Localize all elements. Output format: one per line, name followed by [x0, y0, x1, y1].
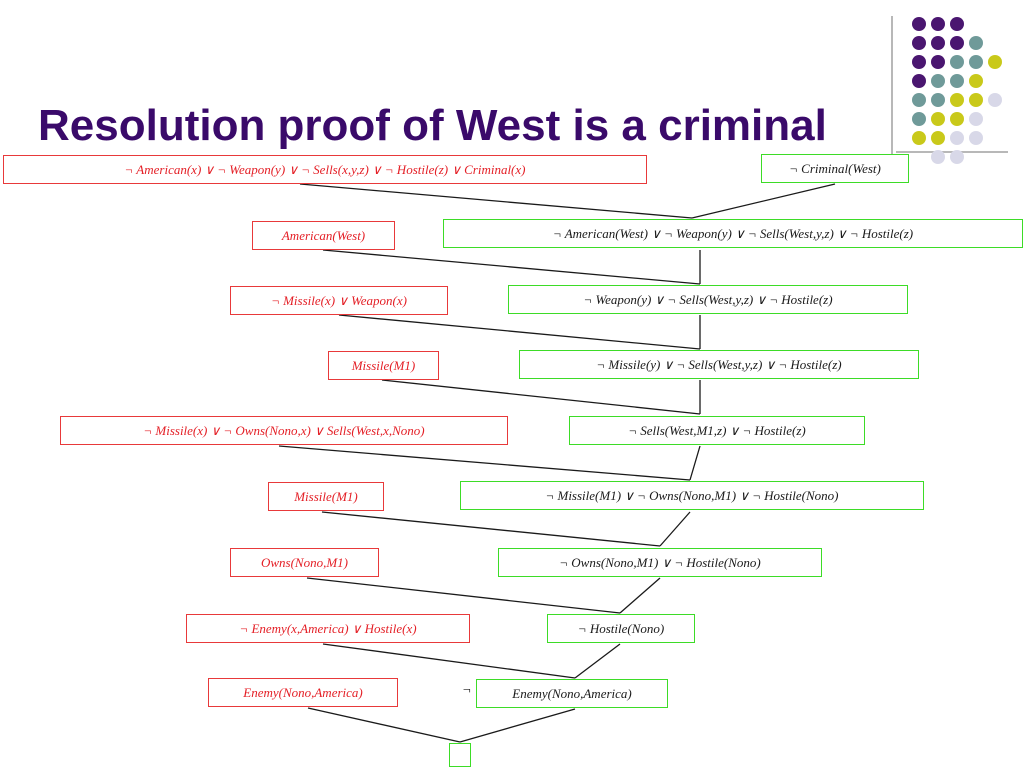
resolution-edge: [574, 643, 621, 679]
premise-clause-criminal-rule: ¬ American(x) ∨ ¬ Weapon(y) ∨ ¬ Sells(x,…: [3, 155, 647, 184]
resolvent-clause-3: ¬ Missile(y) ∨ ¬ Sells(West,y,z) ∨ ¬ Hos…: [519, 350, 919, 379]
empty-clause: [449, 743, 471, 767]
edge-group: [278, 183, 836, 743]
premise-clause-missile-m1: Missile(M1): [328, 351, 439, 380]
resolution-edge: [322, 643, 576, 679]
premise-clause-enemy-nono-america: Enemy(Nono,America): [208, 678, 398, 707]
premise-clause-missile-m1-second: Missile(M1): [268, 482, 384, 511]
resolution-edge: [321, 511, 661, 547]
premise-clause-sells-rule: ¬ Missile(x) ∨ ¬ Owns(Nono,x) ∨ Sells(We…: [60, 416, 508, 445]
resolvent-clause-7: ¬ Hostile(Nono): [547, 614, 695, 643]
resolution-edge: [338, 314, 701, 350]
resolvent-clause-2: ¬ Weapon(y) ∨ ¬ Sells(West,y,z) ∨ ¬ Host…: [508, 285, 908, 314]
resolution-edge: [381, 379, 701, 415]
resolution-edge: [619, 577, 661, 614]
resolution-edge: [278, 445, 691, 481]
premise-clause-american-west: American(West): [252, 221, 395, 250]
resolution-edge: [322, 249, 701, 285]
resolvent-clause-5: ¬ Missile(M1) ∨ ¬ Owns(Nono,M1) ∨ ¬ Host…: [460, 481, 924, 510]
resolution-edge: [299, 183, 693, 219]
negation-symbol: ¬: [462, 683, 472, 698]
premise-clause-missile-weapon-rule: ¬ Missile(x) ∨ Weapon(x): [230, 286, 448, 315]
resolvent-clause-6: ¬ Owns(Nono,M1) ∨ ¬ Hostile(Nono): [498, 548, 822, 577]
resolvent-clause-8: Enemy(Nono,America): [476, 679, 668, 708]
resolvent-clause-not-criminal-west: ¬ Criminal(West): [761, 154, 909, 183]
decorative-vertical-line: [891, 16, 893, 164]
premise-clause-enemy-hostile-rule: ¬ Enemy(x,America) ∨ Hostile(x): [186, 614, 470, 643]
resolvent-clause-1: ¬ American(West) ∨ ¬ Weapon(y) ∨ ¬ Sells…: [443, 219, 1023, 248]
resolution-edge: [689, 445, 701, 481]
resolution-edge: [307, 707, 461, 743]
resolution-edge: [459, 708, 576, 743]
resolvent-clause-4: ¬ Sells(West,M1,z) ∨ ¬ Hostile(z): [569, 416, 865, 445]
resolution-edge: [691, 183, 836, 219]
resolution-edge: [306, 577, 621, 614]
resolution-edge: [659, 511, 691, 547]
slide-title: Resolution proof of West is a criminal: [38, 101, 827, 150]
premise-clause-owns-nono-m1: Owns(Nono,M1): [230, 548, 379, 577]
